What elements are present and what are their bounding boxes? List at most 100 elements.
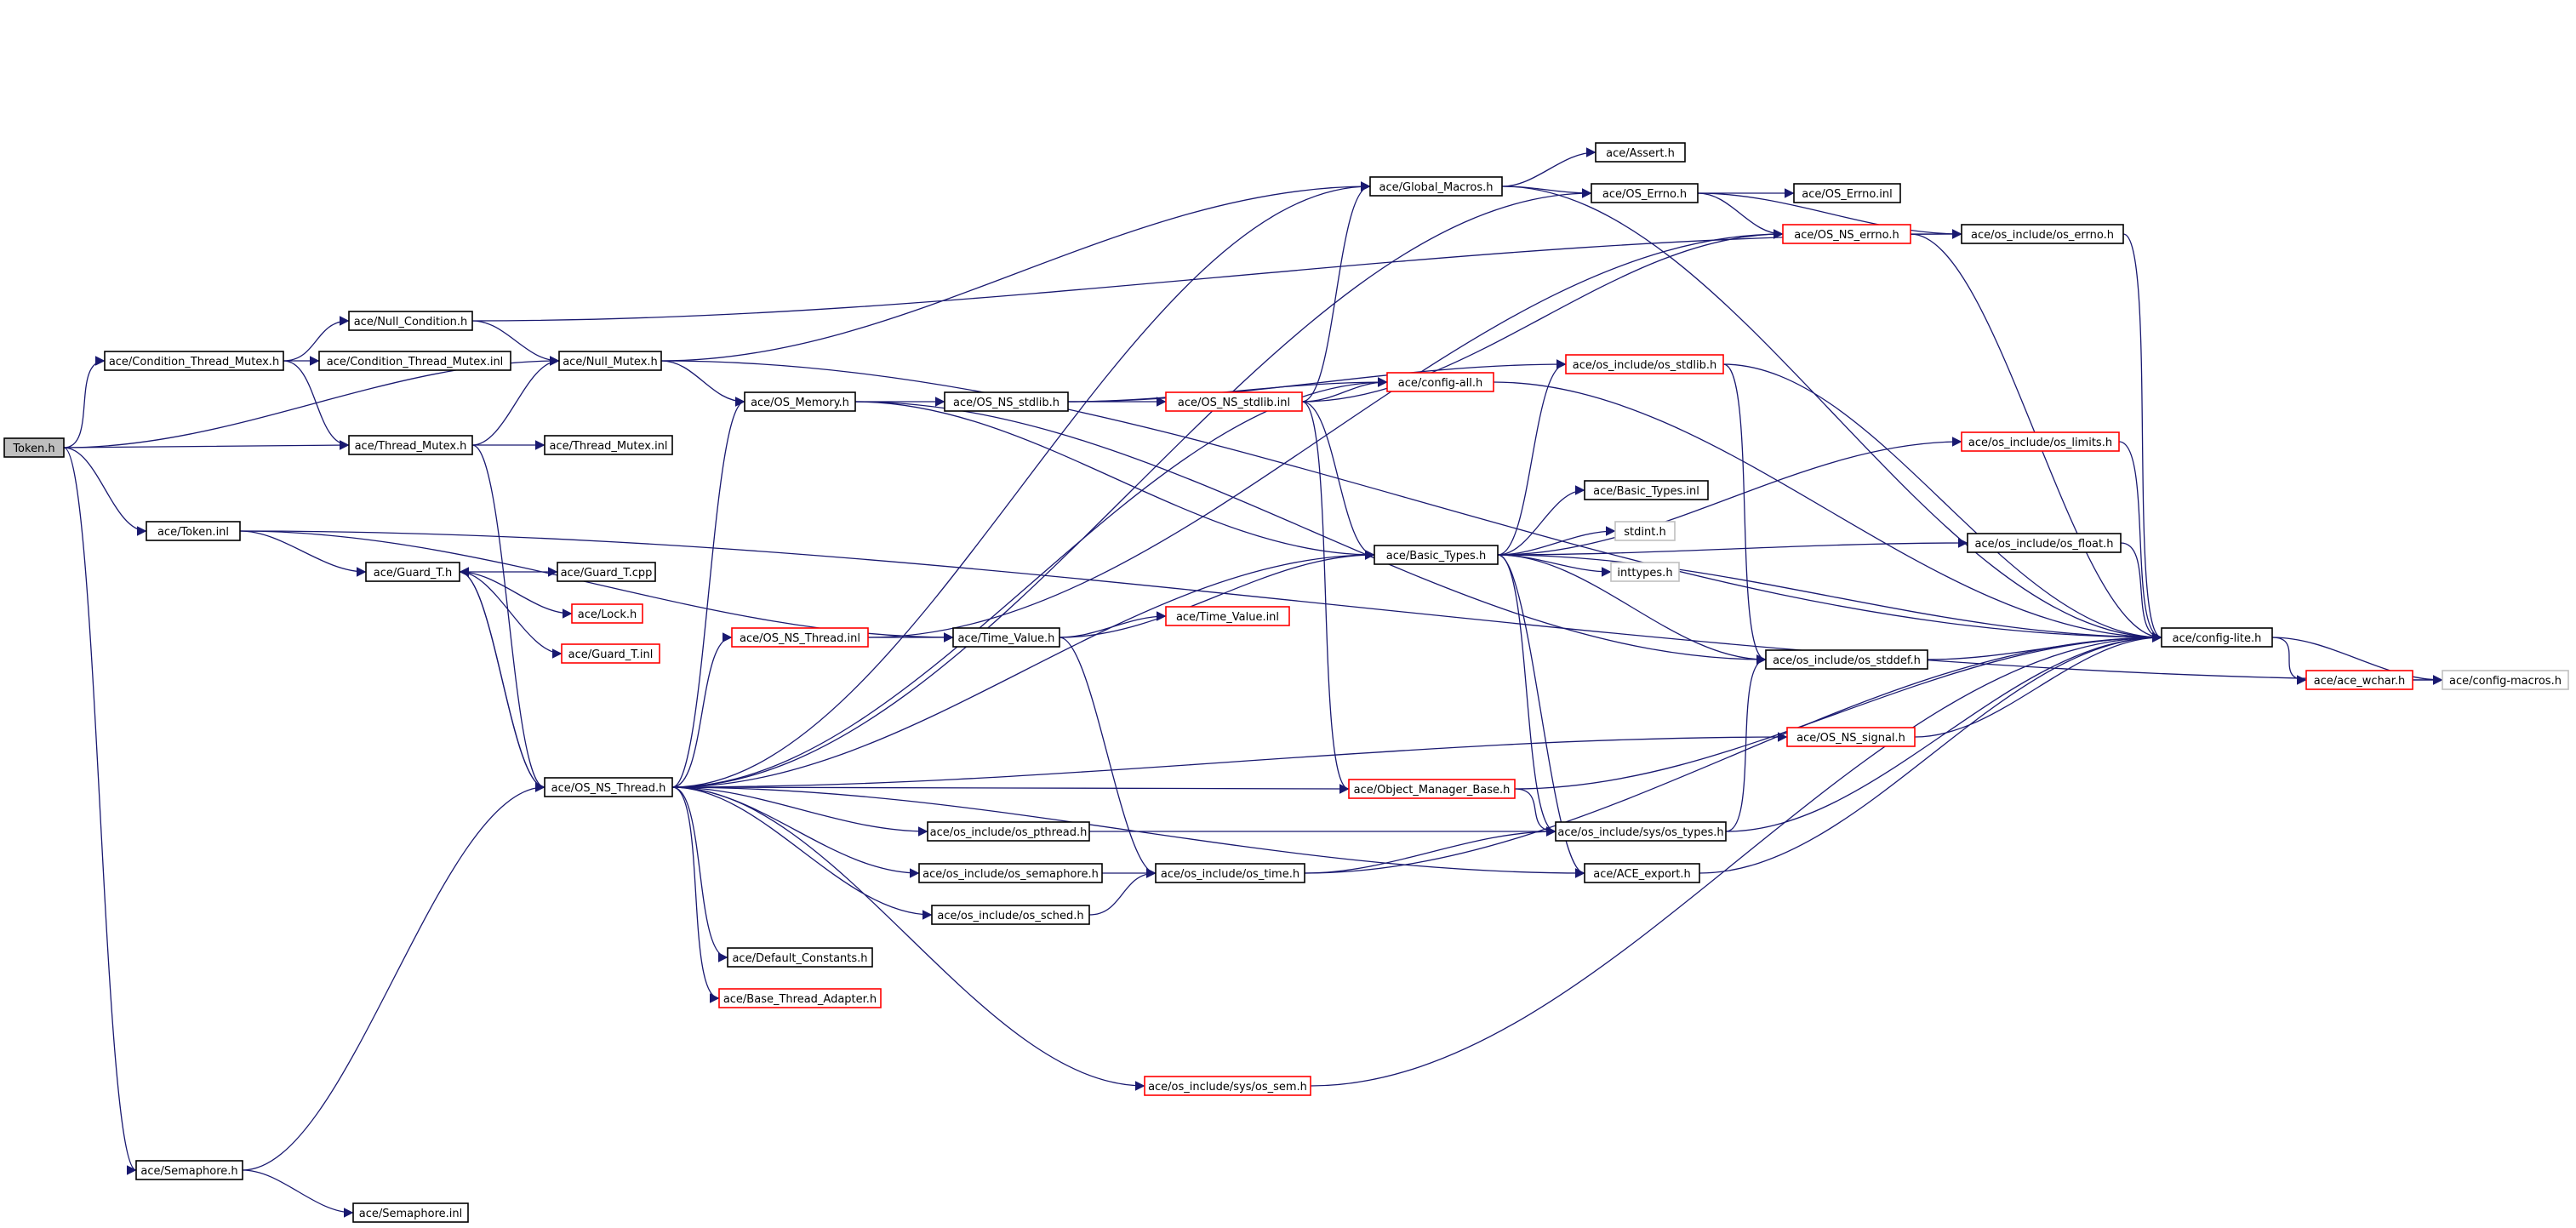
edge-nullcond_h-to-osinclerrno_h	[471, 229, 1962, 322]
node-osinclstddef-h[interactable]: ace/os_include/os_stddef.h	[1765, 649, 1928, 670]
node-label: ace/Thread_Mutex.h	[355, 440, 467, 453]
node-token-h[interactable]: Token.h	[3, 437, 65, 458]
node-configmacros-h[interactable]: ace/config-macros.h	[2442, 670, 2569, 690]
node-guard-inl[interactable]: ace/Guard_T.inl	[561, 643, 660, 664]
node-box	[561, 643, 660, 664]
node-box	[1961, 431, 2120, 452]
node-oserrno-h[interactable]: ace/OS_Errno.h	[1591, 183, 1699, 203]
node-box	[927, 821, 1090, 842]
node-osinclsystypes-h[interactable]: ace/os_include/sys/os_types.h	[1555, 821, 1727, 842]
node-osinclsched-h[interactable]: ace/os_include/os_sched.h	[931, 905, 1090, 925]
node-osinclstdlib-h[interactable]: ace/os_include/os_stdlib.h	[1565, 354, 1724, 374]
node-box	[1782, 224, 1911, 244]
node-nullcond-h[interactable]: ace/Null_Condition.h	[348, 311, 473, 331]
edge-semaphore_h-to-semaphore_inl	[242, 1169, 354, 1218]
node-label: ace/OS_NS_stdlib.inl	[1178, 397, 1290, 409]
node-defaultconst-h[interactable]: ace/Default_Constants.h	[727, 947, 873, 968]
node-nullmutex-h[interactable]: ace/Null_Mutex.h	[558, 351, 662, 371]
node-aceexport-h[interactable]: ace/ACE_export.h	[1584, 863, 1700, 883]
edge-osnsthread_h-to-oserrno_h	[671, 188, 1592, 788]
node-osinclerrno-h[interactable]: ace/os_include/os_errno.h	[1961, 224, 2124, 244]
node-osnssignal-h[interactable]: ace/OS_NS_signal.h	[1786, 727, 1916, 747]
node-osincltime-h[interactable]: ace/os_include/os_time.h	[1155, 863, 1305, 883]
node-assert-h[interactable]: ace/Assert.h	[1595, 142, 1686, 163]
edge-osmemory_h-to-basictypes_h	[854, 401, 1375, 560]
edge-configlite_h-to-configmacros_h	[2271, 637, 2443, 685]
node-semaphore-inl[interactable]: ace/Semaphore.inl	[352, 1202, 469, 1223]
edge-osnsstdlib_inl-to-globalmacros_h	[1301, 181, 1371, 403]
node-token-inl[interactable]: ace/Token.inl	[146, 521, 241, 541]
edge-osnsstdlib_inl-to-objmgrbase_h	[1301, 401, 1350, 794]
node-globalmacros-h[interactable]: ace/Global_Macros.h	[1369, 176, 1503, 197]
node-osnserrno-h[interactable]: ace/OS_NS_errno.h	[1782, 224, 1911, 244]
node-osincllimits-h[interactable]: ace/os_include/os_limits.h	[1961, 431, 2120, 452]
node-osinclfloat-h[interactable]: ace/os_include/os_float.h	[1967, 533, 2122, 553]
edge-token_inl-to-configmacros_h	[239, 530, 2443, 685]
node-objmgrbase-h[interactable]: ace/Object_Manager_Base.h	[1348, 779, 1516, 799]
node-box	[3, 437, 65, 458]
file-nodes: Token.h ace/Condition_Thread_Mutex.h ace/N…	[3, 142, 2569, 1223]
node-box	[1967, 533, 2122, 553]
node-basictypes-inl[interactable]: ace/Basic_Types.inl	[1584, 480, 1709, 500]
node-osnsstdlib-inl[interactable]: ace/OS_NS_stdlib.inl	[1165, 391, 1303, 412]
node-label: ace/os_include/os_sched.h	[937, 910, 1083, 922]
node-inttypes-h[interactable]: inttypes.h	[1610, 562, 1680, 582]
node-osinclsemaphore-h[interactable]: ace/os_include/os_semaphore.h	[918, 863, 1103, 883]
node-threadmutex-inl[interactable]: ace/Thread_Mutex.inl	[544, 435, 673, 455]
node-box	[952, 627, 1060, 648]
node-ctm-h[interactable]: ace/Condition_Thread_Mutex.h	[104, 351, 284, 371]
edge-osincllimits_h-to-configlite_h	[2118, 441, 2162, 643]
edge-osnsthread_h-to-osmemory_h	[671, 397, 745, 788]
node-label: ace/Guard_T.inl	[568, 648, 654, 661]
node-threadmutex-h[interactable]: ace/Thread_Mutex.h	[348, 435, 473, 455]
node-acewchar-h[interactable]: ace/ace_wchar.h	[2305, 670, 2413, 690]
node-label: ace/os_include/os_semaphore.h	[922, 868, 1099, 881]
node-osnsstdlib-h[interactable]: ace/OS_NS_stdlib.h	[944, 391, 1069, 412]
node-timevalue-inl[interactable]: ace/Time_Value.inl	[1165, 606, 1290, 626]
edge-basictypes_h-to-configlite_h	[1497, 554, 2162, 643]
node-box	[727, 947, 873, 968]
node-label: ace/Guard_T.h	[374, 567, 452, 580]
node-guard-cpp[interactable]: ace/Guard_T.cpp	[557, 562, 656, 582]
node-label: ace/os_include/os_errno.h	[1971, 229, 2114, 242]
node-configall-h[interactable]: ace/config-all.h	[1386, 372, 1494, 392]
node-basictypes-h[interactable]: ace/Basic_Types.h	[1374, 545, 1499, 565]
node-semaphore-h[interactable]: ace/Semaphore.h	[135, 1160, 243, 1180]
node-osnsthread-h[interactable]: ace/OS_NS_Thread.h	[544, 777, 673, 797]
node-lock-h[interactable]: ace/Lock.h	[571, 603, 643, 624]
node-box	[1786, 727, 1916, 747]
edge-osnsthread_h-to-osnssignal_h	[671, 732, 1788, 788]
edge-osnsthread_inl-to-osnserrno_h	[867, 229, 1784, 638]
edge-osinclsyssem_h-to-configlite_h	[1310, 632, 2162, 1087]
node-box	[1793, 183, 1901, 203]
node-box	[918, 863, 1103, 883]
node-label: ace/Basic_Types.h	[1386, 550, 1486, 563]
node-osinclpthread-h[interactable]: ace/os_include/os_pthread.h	[927, 821, 1090, 842]
node-box	[1565, 354, 1724, 374]
edge-token_h-to-nullmutex_h	[63, 356, 560, 448]
edge-nullmutex_h-to-configlite_h	[660, 360, 2162, 643]
node-box	[931, 905, 1090, 925]
edge-osinclfloat_h-to-configlite_h	[2120, 542, 2162, 643]
node-stdint-h[interactable]: stdint.h	[1614, 521, 1676, 541]
node-label: ace/OS_Errno.h	[1602, 188, 1687, 201]
node-ctm-inl[interactable]: ace/Condition_Thread_Mutex.inl	[318, 351, 511, 371]
edge-osincltime_h-to-osinclsystypes_h	[1304, 826, 1556, 874]
edge-osincltime_h-to-configlite_h	[1304, 632, 2162, 874]
node-box	[1374, 545, 1499, 565]
node-osmemory-h[interactable]: ace/OS_Memory.h	[744, 391, 856, 412]
edge-basictypes_h-to-osinclfloat_h	[1497, 538, 1968, 556]
edge-basictypes_h-to-stdint_h	[1497, 526, 1616, 556]
edge-basictypes_h-to-osinclsystypes_h	[1497, 554, 1556, 837]
edge-objmgrbase_h-to-configlite_h	[1514, 632, 2162, 790]
node-timevalue-h[interactable]: ace/Time_Value.h	[952, 627, 1060, 648]
node-osnsthread-inl[interactable]: ace/OS_NS_Thread.inl	[731, 627, 869, 648]
edge-osnsthread_h-to-basethreadadapter_h	[671, 786, 720, 1003]
node-guard-h[interactable]: ace/Guard_T.h	[365, 562, 460, 582]
node-oserrno-inl[interactable]: ace/OS_Errno.inl	[1793, 183, 1901, 203]
node-configlite-h[interactable]: ace/config-lite.h	[2161, 627, 2273, 648]
node-osinclsyssem-h[interactable]: ace/os_include/sys/os_sem.h	[1144, 1076, 1311, 1096]
node-box	[1155, 863, 1305, 883]
node-basethreadadapter-h[interactable]: ace/Base_Thread_Adapter.h	[718, 988, 882, 1008]
